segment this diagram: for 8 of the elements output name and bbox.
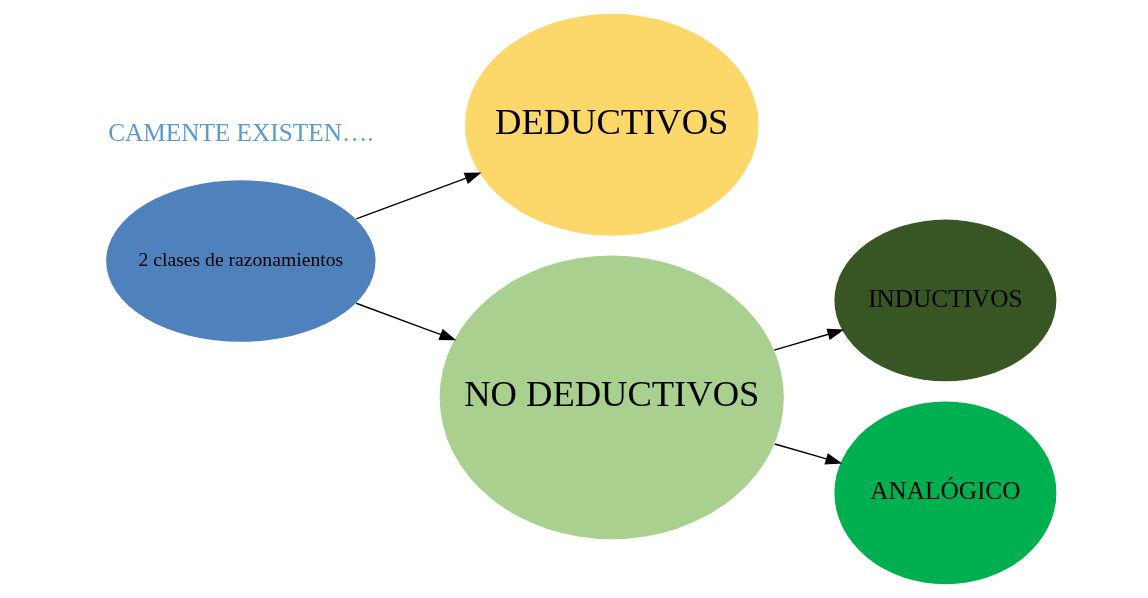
arrow [773,443,842,465]
arrow [355,302,456,341]
node-ellipse: 2 clases de razonamientos [105,180,376,342]
node-ellipse: INDUCTIVOS [833,219,1056,382]
arrow [773,328,844,351]
label: CAMENTE EXISTEN…. [107,117,373,146]
arrow [355,172,482,220]
node-ellipse: ANALÓGICO [833,401,1056,585]
